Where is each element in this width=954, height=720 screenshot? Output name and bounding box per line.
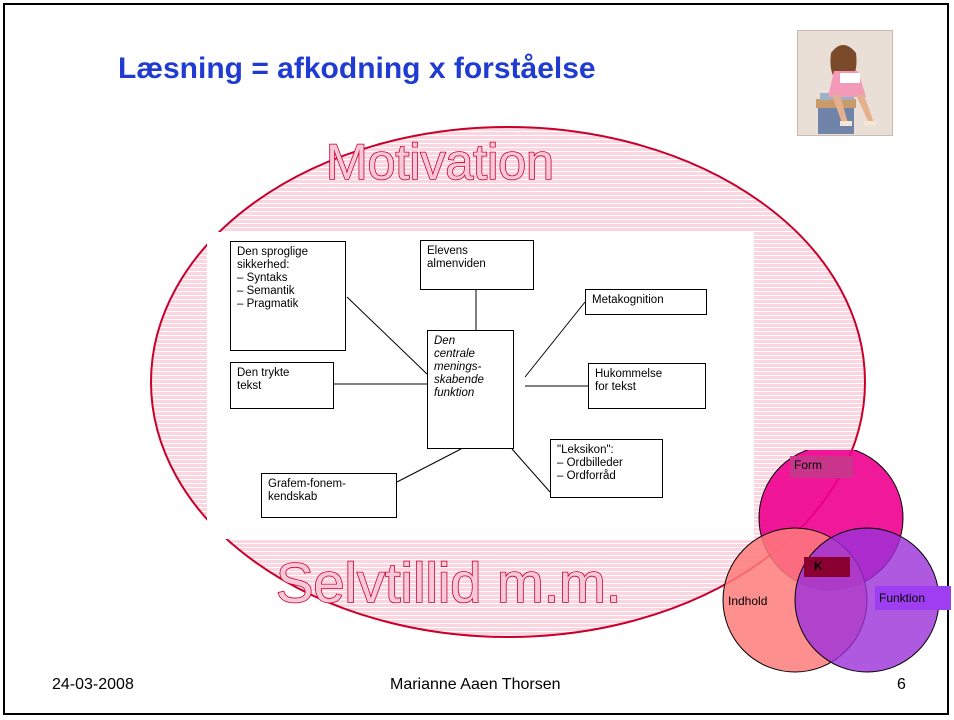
- footer-author: Marianne Aaen Thorsen: [390, 676, 561, 693]
- svg-text:Selvtillid m.m.: Selvtillid m.m.: [276, 551, 621, 614]
- box-metakognition: Metakognition: [585, 289, 707, 315]
- box-hukommelse: Hukommelse for tekst: [588, 363, 706, 409]
- venn-label-indhold: Indhold: [728, 594, 768, 608]
- box-central-function: Den centrale menings- skabende funktion: [427, 330, 514, 449]
- venn-label-center: K: [804, 557, 850, 577]
- reading-model-diagram: Den sproglige sikkerhed: – Syntaks – Sem…: [207, 232, 754, 539]
- reading-girl-photo: [797, 30, 893, 136]
- diagram-connectors: [334, 290, 588, 493]
- venn-diagram: Form Indhold Funktion K: [720, 445, 954, 680]
- box-sproglige-sikkerhed: Den sproglige sikkerhed: – Syntaks – Sem…: [230, 241, 346, 351]
- footer-date: 24-03-2008: [52, 676, 134, 693]
- box-leksikon: "Leksikon": – Ordbilleder – Ordforråd: [550, 439, 663, 498]
- venn-label-funktion: Funktion: [875, 586, 951, 610]
- venn-label-form: Form: [790, 456, 853, 478]
- box-almenviden: Elevens almenviden: [420, 240, 534, 290]
- box-grafem-fonem: Grafem-fonem- kendskab: [261, 473, 397, 518]
- svg-text:Motivation: Motivation: [326, 134, 554, 190]
- slide-title: Læsning = afkodning x forståelse: [118, 52, 596, 85]
- box-trykte-tekst: Den trykte tekst: [230, 362, 334, 409]
- footer-page-number: 6: [897, 676, 906, 693]
- selvtillid-heading: Selvtillid m.m.: [276, 550, 622, 614]
- motivation-heading: Motivation: [326, 133, 555, 191]
